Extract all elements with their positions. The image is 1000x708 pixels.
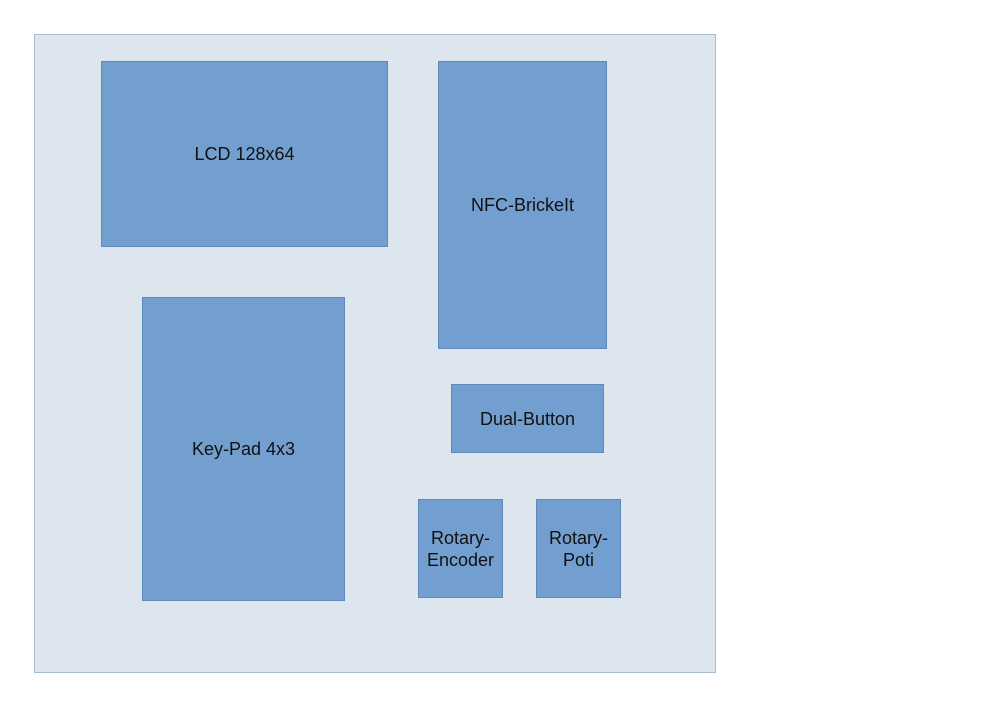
module-label: Rotary- Poti: [548, 527, 608, 570]
module-nfc: NFC-BrickeIt: [438, 61, 607, 349]
module-rotary-encoder: Rotary- Encoder: [418, 499, 503, 598]
module-rotary-poti: Rotary- Poti: [536, 499, 621, 598]
module-keypad: Key-Pad 4x3: [142, 297, 345, 601]
module-label: Rotary- Encoder: [426, 527, 495, 570]
module-lcd: LCD 128x64: [101, 61, 388, 247]
module-label: LCD 128x64: [194, 144, 295, 164]
module-dual-button: Dual-Button: [451, 384, 604, 453]
module-label: NFC-BrickeIt: [471, 195, 574, 215]
module-label: Dual-Button: [479, 408, 576, 429]
module-label: Key-Pad 4x3: [191, 439, 296, 459]
